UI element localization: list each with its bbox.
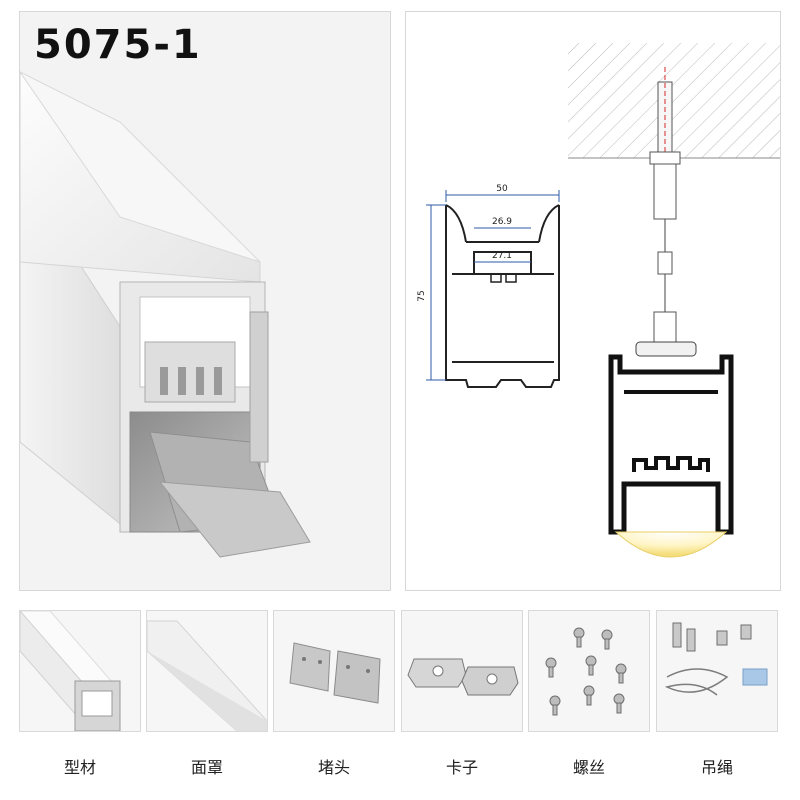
ceiling-hatch xyxy=(568,43,780,159)
accessory-label-profile: 型材 xyxy=(63,758,96,777)
luminaire-section-view xyxy=(608,354,734,558)
dim-width-label: 50 xyxy=(496,184,508,194)
mounting-clip-thumb xyxy=(401,610,523,732)
accessory-label-screws: 螺丝 xyxy=(572,758,605,777)
screws-icon xyxy=(545,627,627,716)
end-cap-icon xyxy=(289,642,381,704)
profile-thumb xyxy=(19,610,141,732)
dimensioned-profile: 50 26.9 27.1 75 xyxy=(417,184,560,388)
dim-inner-top-label: 26.9 xyxy=(492,217,512,227)
technical-drawing-panel: 50 26.9 27.1 75 xyxy=(405,11,781,591)
end-cap-thumb xyxy=(273,610,395,732)
cross-section-drawing: 50 26.9 27.1 75 xyxy=(417,43,780,558)
aluminum-profile-image xyxy=(19,70,311,558)
ceiling-anchor xyxy=(635,67,697,357)
screws-thumb xyxy=(528,610,650,732)
accessory-label-clip: 卡子 xyxy=(445,758,478,777)
profile-icon xyxy=(20,611,122,731)
accessory-label-end-cap: 堵头 xyxy=(317,758,350,777)
mounting-clip-icon xyxy=(407,658,519,696)
accessory-label-wire: 吊绳 xyxy=(700,758,733,777)
accessory-label-diffuser: 面罩 xyxy=(190,758,223,777)
diffuser-cover-icon xyxy=(147,620,267,731)
dim-inner-bottom-label: 27.1 xyxy=(492,251,512,261)
product-photo-panel xyxy=(19,11,391,591)
suspension-wire-thumb xyxy=(656,610,778,732)
dim-height-label: 75 xyxy=(417,290,427,301)
diffuser-cover-thumb xyxy=(146,610,268,732)
model-title: 5075-1 xyxy=(34,22,202,68)
suspension-wire-icon xyxy=(664,622,768,696)
